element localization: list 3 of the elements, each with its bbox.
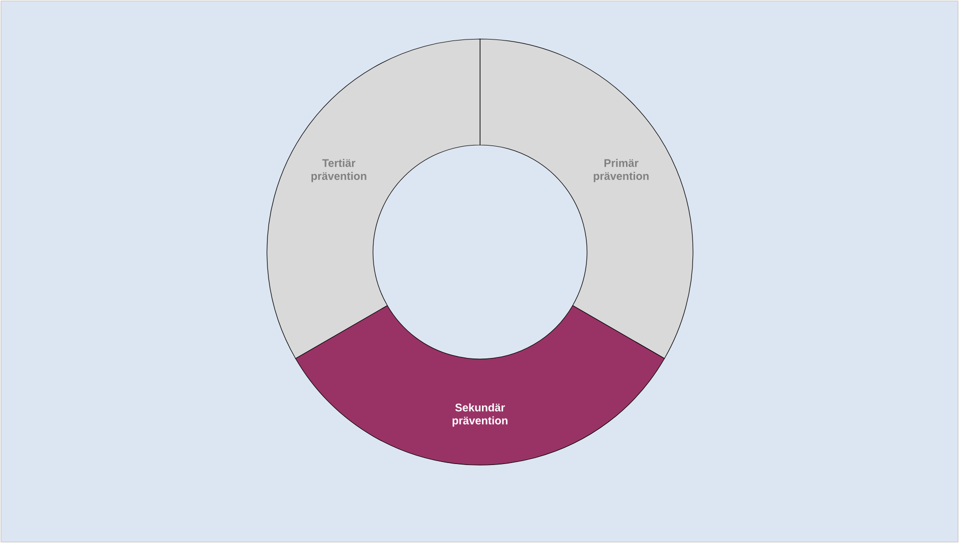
ring-segment: Sekundär prävention [295, 305, 665, 466]
ring-segment: Primär prävention [480, 38, 694, 359]
ring-segment: Tertiär prävention [266, 38, 480, 359]
